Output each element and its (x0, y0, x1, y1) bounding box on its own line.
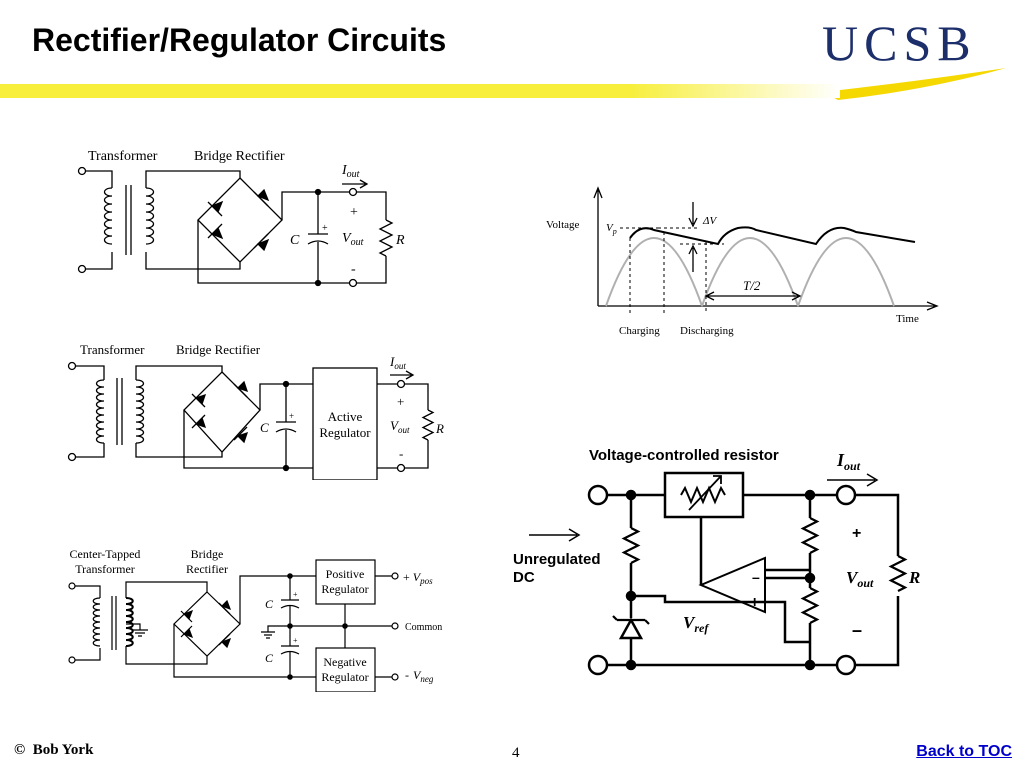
output-terminal-top (835, 484, 857, 506)
charging-label: Charging (619, 325, 660, 337)
svg-text:Unregulated: Unregulated (513, 551, 601, 568)
svg-text:Bridge: Bridge (191, 547, 224, 561)
half-period-label: T/2 (743, 278, 761, 293)
svg-text:+: + (397, 394, 404, 409)
output-terminal-bottom (348, 278, 358, 288)
output-terminal-bottom (835, 654, 857, 676)
svg-text:+: + (322, 223, 328, 234)
svg-text:C: C (265, 597, 274, 611)
active-regulator-box (312, 367, 378, 480)
y-axis (593, 186, 603, 306)
iout-arrow (342, 179, 369, 189)
svg-text:+: + (293, 590, 298, 599)
back-to-toc-link[interactable]: Back to TOC (916, 743, 1012, 760)
positive-regulator-box (315, 559, 376, 605)
svg-text:Vout: Vout (390, 418, 410, 435)
svg-text:C: C (260, 420, 269, 435)
svg-text:Regulator: Regulator (321, 582, 368, 596)
page-number: 4 (512, 745, 520, 761)
svg-text:-: - (351, 262, 356, 277)
svg-text:Negative: Negative (323, 655, 366, 669)
svg-text:+: + (350, 205, 358, 220)
svg-text:Vref: Vref (683, 613, 709, 635)
svg-text:DC: DC (513, 569, 535, 586)
svg-text:Positive: Positive (326, 567, 365, 581)
svg-text:+Vpos: +Vpos (403, 570, 433, 586)
iout-label: Iout (341, 163, 360, 180)
rectified-sine-2 (701, 237, 799, 307)
svg-text:Transformer: Transformer (75, 562, 135, 576)
bridge-diamond (197, 177, 283, 263)
title-underline-bar (0, 84, 840, 98)
svg-text:Common: Common (405, 622, 442, 633)
input-terminal-bottom (77, 264, 87, 274)
circuit-simple-rectifier: Transformer Bridge Rectifier + C R + Vou… (77, 149, 405, 288)
logo-swoosh (823, 68, 1006, 100)
svg-text:Iout: Iout (836, 450, 861, 473)
opamp (698, 556, 766, 614)
y-axis-label: Voltage (546, 219, 580, 231)
svg-text:Vp: Vp (606, 222, 617, 236)
input-terminal-bottom (587, 654, 609, 676)
output-terminal-top (348, 187, 358, 197)
rectifier-label: Bridge Rectifier (194, 149, 285, 164)
negative-regulator-box (315, 647, 376, 692)
svg-text:–: – (752, 569, 760, 585)
svg-text:Vout: Vout (846, 568, 874, 590)
input-terminal-top (77, 166, 87, 176)
x-axis-label: Time (896, 313, 919, 325)
svg-text:Active: Active (328, 409, 363, 424)
ripple-waveform-diagram: Voltage Time Vp ΔV T/2 Charging Discharg… (546, 186, 939, 337)
output-ripple (629, 226, 916, 246)
logo-text: UCSB (822, 15, 977, 71)
transformer-label: Transformer (80, 342, 145, 357)
center-tap-ground (126, 623, 148, 637)
ucsb-logo: UCSB (822, 15, 1006, 100)
primary-coil (103, 187, 113, 245)
vout-label: Vout (342, 231, 364, 248)
circuit-active-regulator: Transformer Bridge Rectifier + C Active … (67, 342, 444, 480)
svg-text:C: C (265, 651, 274, 665)
load-resistor (378, 219, 394, 257)
svg-text:Center-Tapped: Center-Tapped (70, 547, 141, 561)
svg-text:Rectifier: Rectifier (186, 562, 228, 576)
input-terminal-top (587, 484, 609, 506)
circuit-dual-supply: Center-Tapped Transformer Bridge Rectifi… (68, 547, 442, 692)
svg-text:Iout: Iout (389, 354, 406, 371)
svg-text:-Vneg: -Vneg (405, 668, 434, 684)
rectified-sine-1 (605, 237, 703, 307)
svg-text:–: – (852, 620, 862, 640)
rectifier-label: Bridge Rectifier (176, 342, 261, 357)
svg-text:+: + (289, 411, 294, 421)
rectified-sine-3 (797, 237, 895, 307)
slide-title: Rectifier/Regulator Circuits (32, 22, 447, 58)
x-axis (598, 301, 939, 311)
svg-text:+: + (293, 636, 298, 645)
svg-text:R: R (435, 421, 444, 436)
svg-text:Regulator: Regulator (321, 670, 368, 684)
svg-text:R: R (908, 568, 920, 587)
delta-v-label: ΔV (702, 215, 717, 227)
svg-text:Regulator: Regulator (319, 425, 371, 440)
secondary-coil (145, 187, 155, 245)
cap-label: C (290, 233, 300, 248)
svg-text:+: + (852, 525, 861, 542)
resistor-label: R (395, 233, 405, 248)
cap-plate-bottom (307, 240, 329, 245)
svg-text:-: - (399, 446, 403, 461)
footer-author: © Bob York (14, 742, 94, 758)
vcr-label: Voltage-controlled resistor (589, 447, 779, 464)
series-regulator-schematic: Voltage-controlled resistor Iout – + R +… (513, 447, 920, 676)
transformer-label: Transformer (88, 149, 158, 164)
discharging-label: Discharging (680, 325, 734, 337)
